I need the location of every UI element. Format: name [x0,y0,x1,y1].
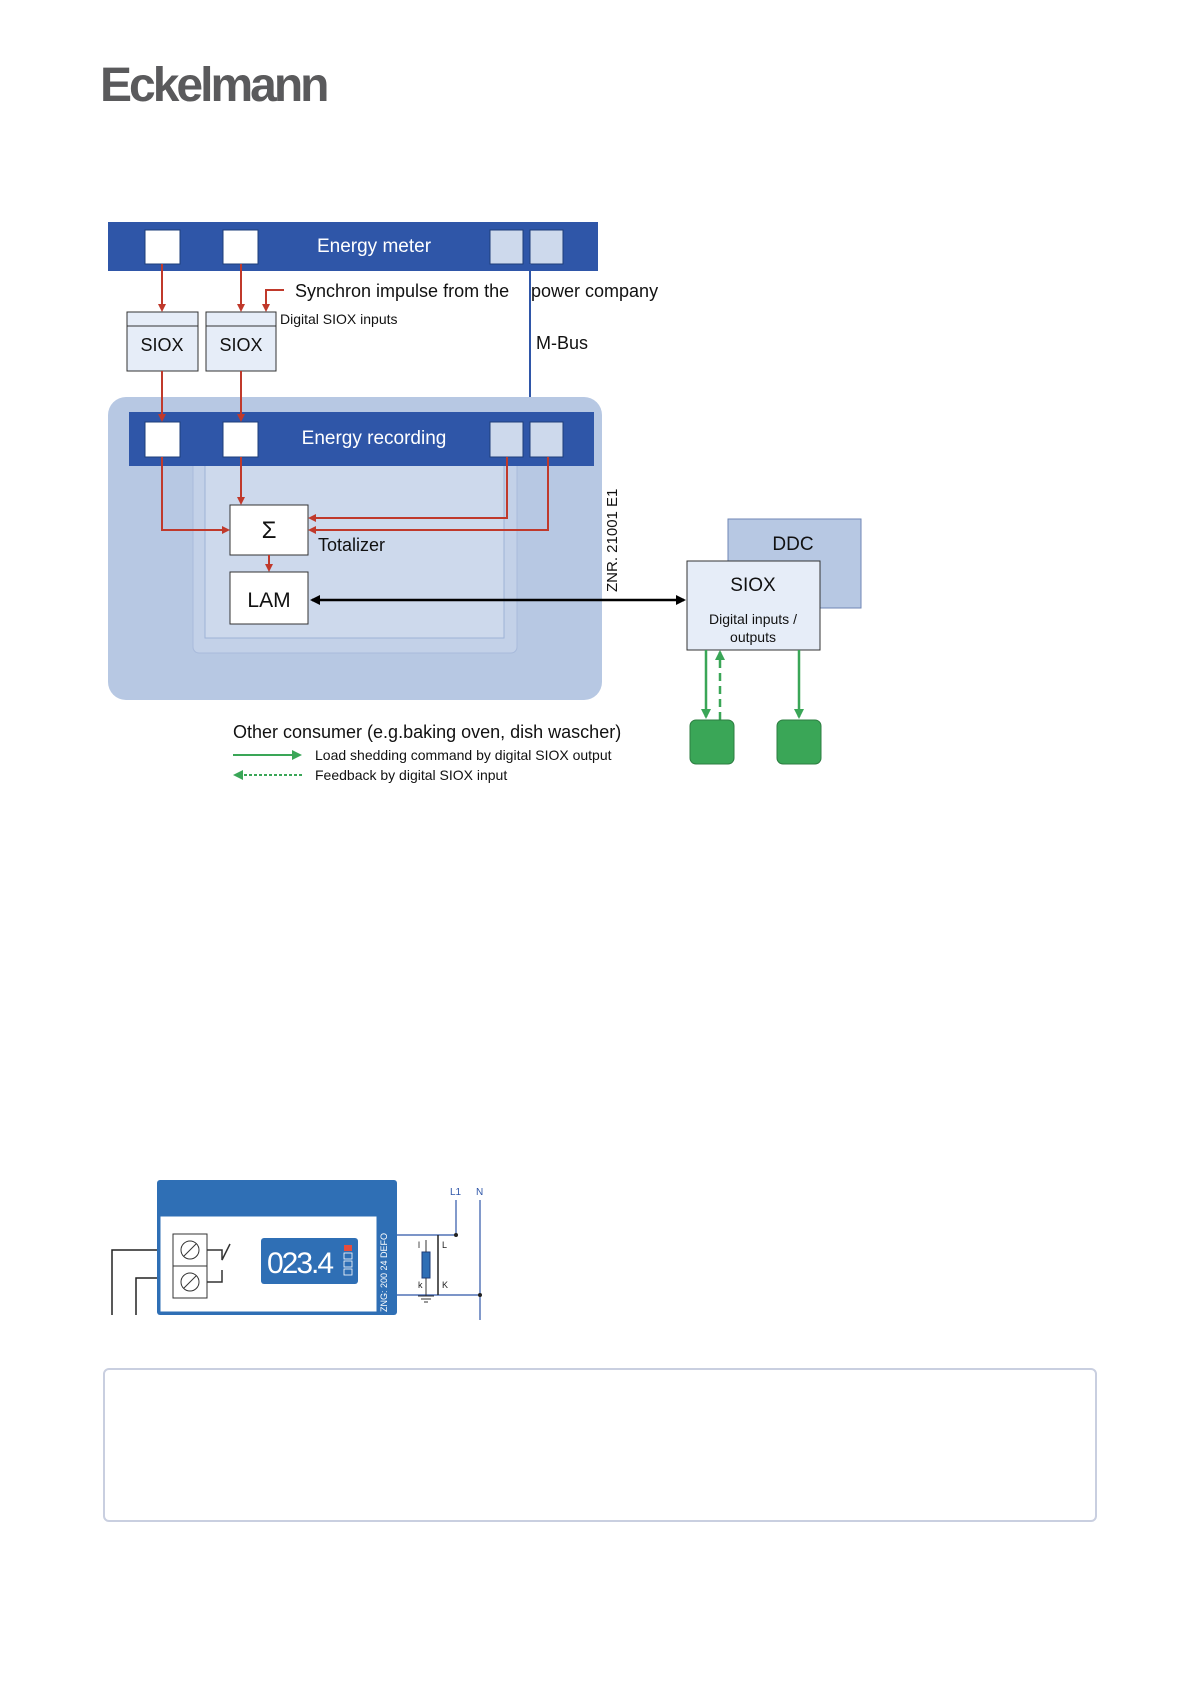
note-box [103,1368,1097,1522]
ct-coil [421,1251,431,1279]
relay-contact [207,1243,231,1261]
energy-diagram: Energy meter Synchron impulse from the p… [108,222,862,783]
ddc-label: DDC [772,534,813,555]
totalizer-label: Totalizer [318,535,385,555]
siox-right-box [686,560,821,651]
legend-title: Other consumer (e.g.baking oven, dish wa… [233,722,621,742]
meter-mbus-box-1 [489,229,524,265]
wire-top [111,1249,173,1315]
siox-box-2 [205,311,277,372]
k-lower-label: k [418,1280,423,1290]
digital-siox-inputs-label: Digital SIOX inputs [280,311,398,327]
lam-label: LAM [247,589,290,612]
n-label: N [476,1187,483,1198]
arrow-mbus1-totalizer [308,457,508,522]
device-display [261,1238,358,1284]
legend-load-label: Load shedding command by digital SIOX ou… [315,747,612,763]
recording-box-2 [222,421,259,458]
siox-right-label: SIOX [730,575,776,596]
i-label: l [418,1240,420,1250]
recording-mbus-box-2 [529,421,564,458]
arrow-mbus2-totalizer [308,457,549,534]
meter-mbus-box-2 [529,229,564,265]
synchron-arrow [262,289,284,312]
consumer-2 [776,719,822,765]
energy-recording-label: Energy recording [302,428,447,449]
l-wire [397,1220,457,1236]
power-company-label: power company [531,281,658,301]
znr-label: ZNR. 21001 E1 [604,489,621,592]
eckelmann-logo: Eckelmann [100,59,329,112]
lam-box [229,571,309,625]
arrow-left-totalizer [161,457,230,534]
consumer-1 [689,719,735,765]
energy-meter-device: 023.4 ZNG: 200 24 DEFO L1 N l k L K [111,1180,483,1320]
recording-box-1 [144,421,181,458]
meter-pulse-box-2 [222,229,259,265]
synchron-label: Synchron impulse from the [295,281,509,301]
legend-feedback-label: Feedback by digital SIOX input [315,767,507,783]
dio-label-1: Digital inputs / [709,611,797,627]
mbus-label: M-Bus [536,333,588,353]
l-label: L [442,1240,447,1250]
display-reading: 023.4 [267,1247,333,1280]
recording-mbus-box-1 [489,421,524,458]
zng-label: ZNG: 200 24 DEFO [379,1233,389,1312]
meter-pulse-box-1 [144,229,181,265]
k-upper-label: K [442,1280,448,1290]
siox-label-1: SIOX [140,335,183,355]
l1-label: L1 [450,1187,462,1198]
sigma-symbol: Σ [262,517,277,544]
display-bar-red [344,1245,352,1251]
energy-meter-label: Energy meter [317,236,432,257]
siox-label-2: SIOX [219,335,262,355]
dio-label-2: outputs [730,629,776,645]
